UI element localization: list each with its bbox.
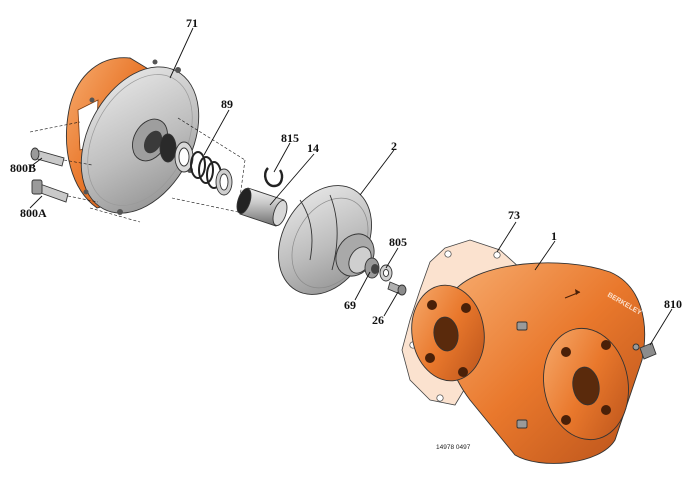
washer — [379, 264, 393, 282]
callout-815: 815 — [281, 131, 299, 145]
callout-805: 805 — [389, 235, 407, 249]
callout-2: 2 — [391, 139, 397, 153]
leader-lines — [29, 27, 673, 346]
stud — [30, 147, 65, 167]
retaining-ring — [263, 167, 284, 188]
callout-800B: 800B — [10, 161, 36, 175]
reference-code: 14978 0497 — [436, 444, 471, 451]
bolt — [31, 179, 69, 203]
callout-69: 69 — [344, 298, 356, 312]
pump-casing: BERKELEY — [411, 262, 646, 464]
mechanical-seal — [159, 117, 246, 213]
drain-plug — [639, 342, 657, 360]
callout-26: 26 — [372, 313, 384, 327]
callout-73: 73 — [508, 208, 520, 222]
callout-89: 89 — [221, 97, 233, 111]
callout-1: 1 — [551, 229, 557, 243]
impeller-nut — [364, 257, 380, 279]
shaft-sleeve — [236, 187, 288, 227]
back-cover-plate — [66, 57, 200, 215]
callout-800A: 800A — [20, 206, 47, 220]
callout-71: 71 — [186, 16, 198, 30]
impeller — [278, 185, 375, 295]
explosion-line — [29, 121, 141, 223]
impeller-screw — [387, 281, 407, 296]
callout-14: 14 — [307, 141, 319, 155]
callout-810: 810 — [664, 297, 682, 311]
